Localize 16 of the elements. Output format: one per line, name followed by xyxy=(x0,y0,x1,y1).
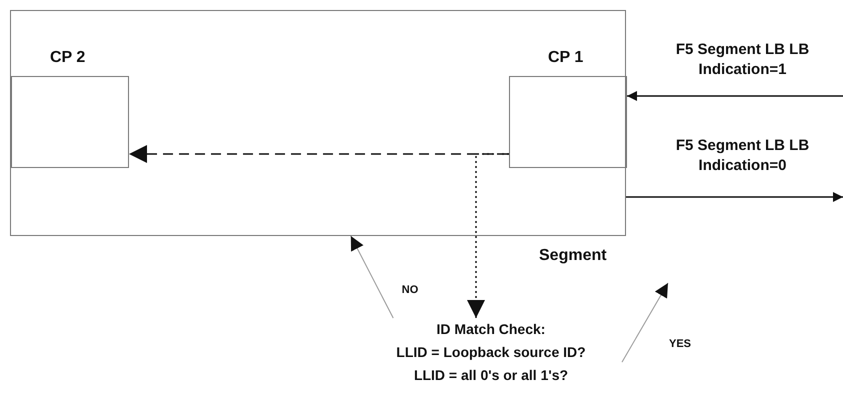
segment-label: Segment xyxy=(539,247,607,265)
arrow xyxy=(350,236,394,318)
check-question: LLID = all 0's or all 1's? xyxy=(412,366,570,385)
arrow xyxy=(626,192,843,202)
arrow xyxy=(622,282,668,363)
cp-label: CP 2 xyxy=(50,49,86,67)
edge-label: NO xyxy=(400,284,420,297)
edge-label: F5 Segment LB LB Indication=0 xyxy=(674,136,810,176)
cp-label: CP 1 xyxy=(548,49,584,67)
dashed-arrow xyxy=(129,145,509,163)
edge-label: F5 Segment LB LB Indication=1 xyxy=(674,40,810,80)
check-question: LLID = Loopback source ID? xyxy=(395,343,587,362)
check-heading: ID Match Check: xyxy=(436,320,546,339)
arrow xyxy=(627,91,843,101)
dashed-arrow xyxy=(467,153,509,318)
edge-label: YES xyxy=(668,338,692,351)
